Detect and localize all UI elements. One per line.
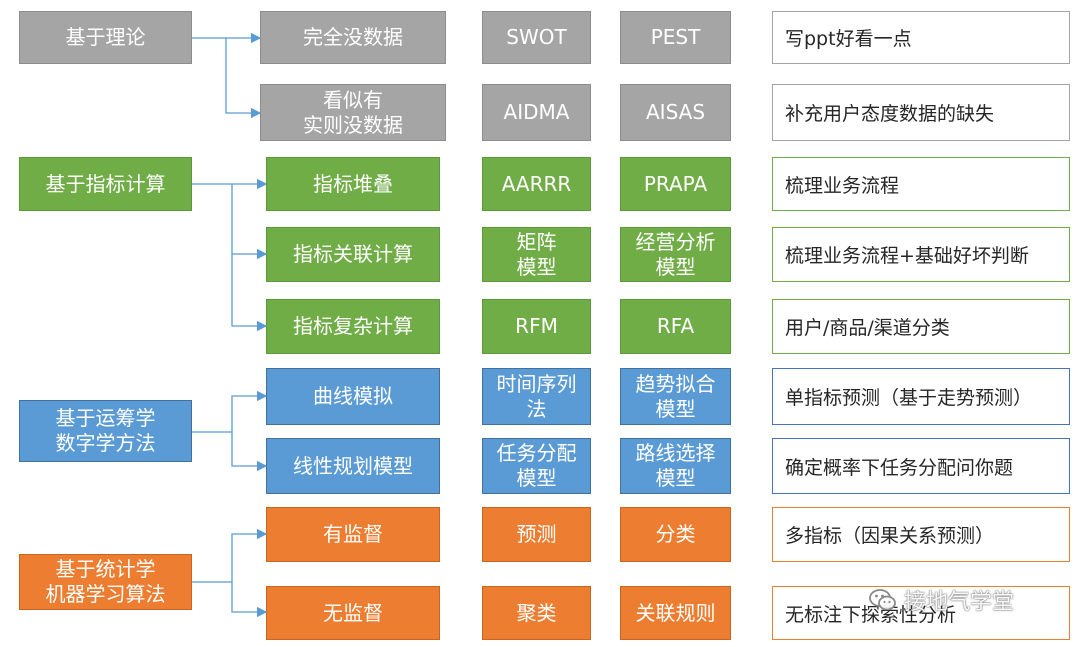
- group-theory: 基于理论: [19, 11, 192, 64]
- model-box: 矩阵 模型: [482, 227, 591, 282]
- method-box: 有监督: [266, 507, 440, 562]
- connector-metric-2: [231, 184, 268, 260]
- model-box: 时间序列 法: [482, 368, 591, 425]
- model-box: RFA: [620, 299, 731, 354]
- note-box: 梳理业务流程+基础好坏判断: [772, 227, 1070, 282]
- model-box: AISAS: [620, 84, 731, 141]
- model-box: 趋势拟合 模型: [620, 368, 731, 425]
- method-box: 曲线模拟: [266, 368, 440, 425]
- connector-metric-3: [231, 254, 268, 332]
- group-metrics: 基于指标计算: [19, 157, 192, 211]
- model-box: 任务分配 模型: [482, 438, 591, 494]
- model-box: AIDMA: [482, 84, 591, 141]
- watermark-text: 接地气学堂: [904, 590, 1015, 615]
- method-box: 看似有 实则没数据: [260, 84, 446, 141]
- note-box: 写ppt好看一点: [772, 11, 1070, 64]
- model-box: 经营分析 模型: [620, 227, 731, 282]
- note-box: 多指标（因果关系预测）: [772, 507, 1070, 562]
- watermark: 接地气学堂: [868, 583, 1014, 617]
- method-box: 指标复杂计算: [266, 299, 440, 354]
- model-box: RFM: [482, 299, 591, 354]
- note-box: 用户/商品/渠道分类: [772, 299, 1070, 354]
- model-box: PRAPA: [620, 157, 731, 211]
- group-machine-learning: 基于统计学 机器学习算法: [19, 554, 192, 610]
- model-box: 预测: [482, 507, 591, 562]
- note-box: 补充用户态度数据的缺失: [772, 84, 1070, 141]
- model-box: 路线选择 模型: [620, 438, 731, 494]
- connector-theory-2: [225, 38, 262, 119]
- note-box: 梳理业务流程: [772, 157, 1070, 211]
- note-box: 单指标预测（基于走势预测）: [772, 368, 1070, 425]
- method-box: 无监督: [266, 586, 440, 640]
- note-box: 无标注下探索性分析: [772, 586, 1070, 640]
- connector-ml-1: [192, 528, 268, 583]
- connector-ml-2: [231, 582, 268, 618]
- model-box: PEST: [620, 11, 731, 64]
- method-box: 指标堆叠: [266, 157, 440, 211]
- wechat-icon: [869, 589, 896, 611]
- model-box: 分类: [620, 507, 731, 562]
- method-box: 完全没数据: [260, 11, 446, 64]
- connector-or-2: [231, 432, 268, 472]
- model-box: 聚类: [482, 586, 591, 640]
- model-box: 关联规则: [620, 586, 731, 640]
- group-operations-research: 基于运筹学 数字学方法: [19, 400, 192, 462]
- model-box: AARRR: [482, 157, 591, 211]
- method-box: 指标关联计算: [266, 227, 440, 282]
- note-box: 确定概率下任务分配问你题: [772, 438, 1070, 494]
- connector-or-1: [192, 390, 268, 433]
- model-box: SWOT: [482, 11, 591, 64]
- method-box: 线性规划模型: [266, 438, 440, 494]
